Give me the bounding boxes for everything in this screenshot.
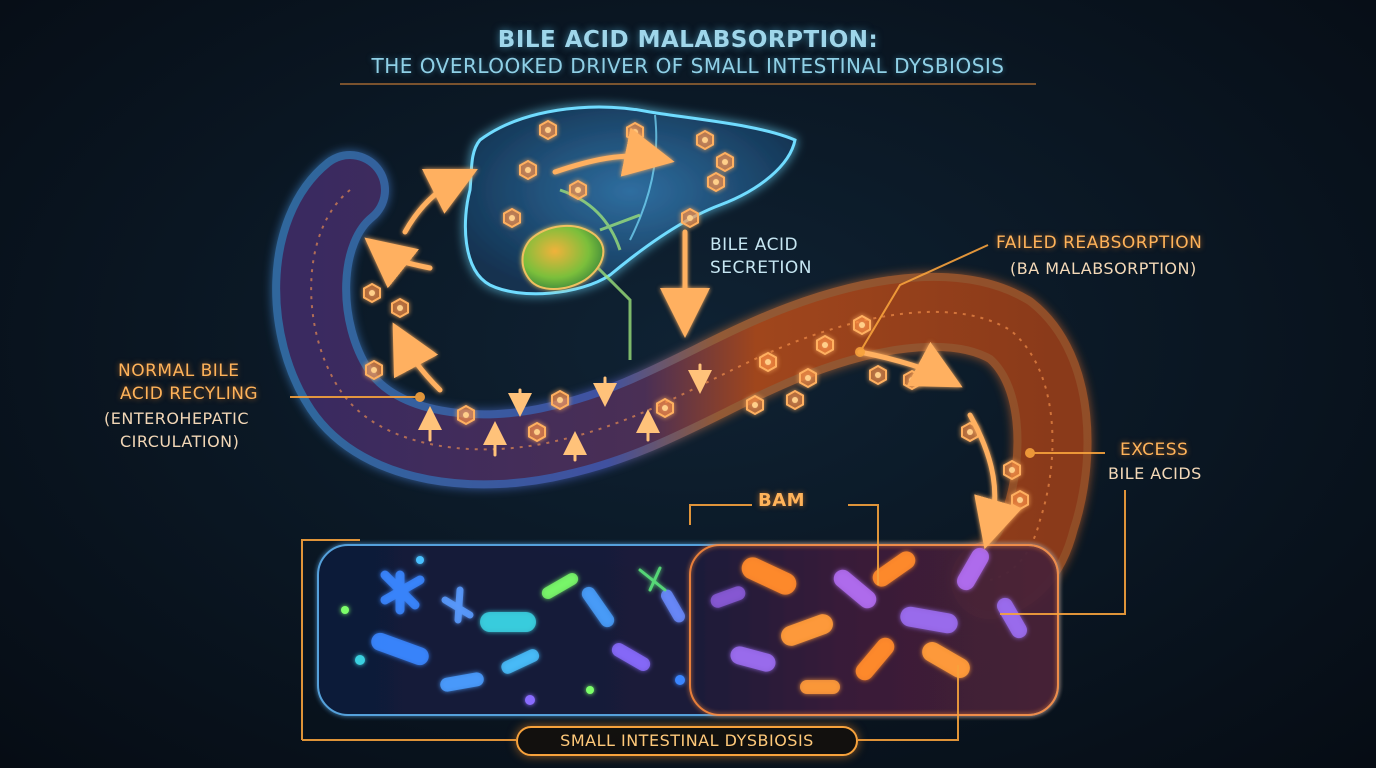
gallbladder-icon — [521, 224, 605, 290]
label-enterohepatic: (ENTEROHEPATIC — [104, 409, 250, 428]
diagram-title: BILE ACID MALABSORPTION: — [497, 27, 879, 53]
label-circulation: CIRCULATION) — [120, 432, 240, 451]
label-small-intestinal-dysbiosis: SMALL INTESTINAL DYSBIOSIS — [516, 726, 858, 756]
label-excess: EXCESS — [1120, 440, 1189, 460]
label-ba-malabsorption: (BA MALABSORPTION) — [1010, 259, 1197, 278]
diagram-subtitle: THE OVERLOOKED DRIVER OF SMALL INTESTINA… — [371, 54, 1005, 78]
bacteria-icon — [341, 556, 685, 705]
label-bam: BAM — [758, 490, 806, 511]
label-bile-secretion-line2: SECRETION — [710, 258, 812, 278]
flow-arrow-icon — [418, 363, 712, 462]
label-bile-acids: BILE ACIDS — [1108, 464, 1202, 483]
label-failed-reabsorption: FAILED REABSORPTION — [996, 233, 1203, 253]
label-bile-secretion-line1: BILE ACID — [710, 235, 799, 255]
intestine-loop — [272, 151, 1092, 619]
label-acid-recycling: ACID RECYLING — [120, 384, 259, 404]
flow-arrow-icon — [364, 127, 1023, 550]
label-normal-bile: NORMAL BILE — [118, 361, 240, 381]
leader-lines — [290, 244, 1126, 741]
